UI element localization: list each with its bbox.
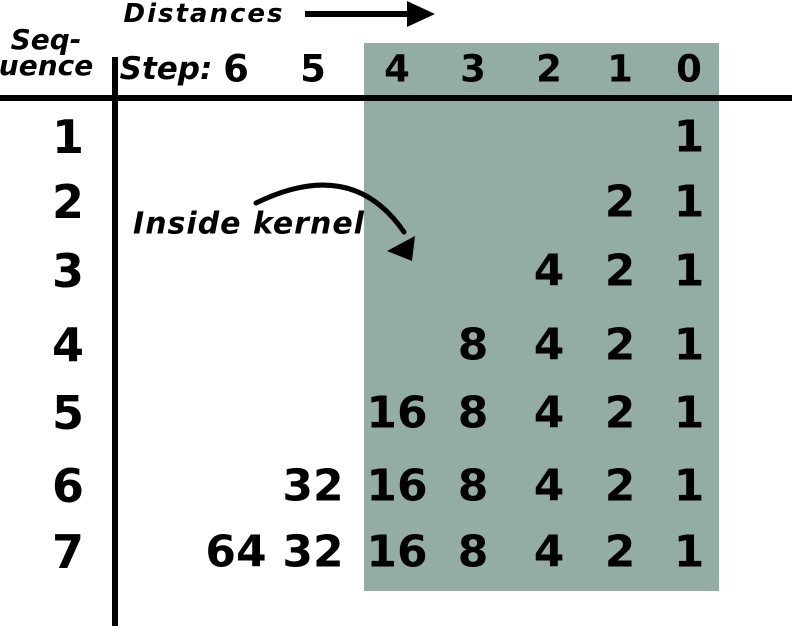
table-cell: 4 [533,245,565,297]
table-cell: 4 [533,460,565,512]
table-cell: 1 [673,245,705,297]
step-header-6: 6 [223,47,249,91]
sequence-label-4: 4 [51,318,85,372]
table-cell: 32 [282,526,344,578]
table-cell: 2 [604,460,636,512]
sequence-axis-label: Seq- uence [0,23,100,82]
sequence-label-2: 2 [51,175,85,229]
table-cell: 2 [604,526,636,578]
table-cell: 1 [673,526,705,578]
sequence-label-5: 5 [51,386,85,440]
table-cell: 4 [533,387,565,439]
step-header-0: 0 [676,47,702,91]
title-distances: Distances [123,0,285,29]
table-cell: 4 [533,526,565,578]
table-cell: 8 [457,387,489,439]
table-cell: 1 [673,387,705,439]
table-cell: 16 [366,460,428,512]
step-header-3: 3 [460,47,486,91]
sequence-label-7: 7 [51,525,85,579]
kernel-region [364,43,719,591]
table-cell: 8 [457,526,489,578]
table-cell: 32 [282,460,344,512]
step-header-2: 2 [536,47,562,91]
inside-kernel-label: Inside kernel [133,206,365,242]
table-cell: 8 [457,319,489,371]
sequence-axis-label-line2: uence [0,49,94,82]
table-cell: 2 [604,245,636,297]
table-cell: 4 [533,319,565,371]
sequence-label-1: 1 [51,110,85,164]
table-cell: 2 [604,387,636,439]
table-cell: 8 [457,460,489,512]
table-cell: 1 [673,176,705,228]
sequence-divider-line [112,57,118,626]
table-cell: 1 [673,460,705,512]
sequence-label-3: 3 [51,244,85,298]
table-cell: 1 [673,111,705,163]
sequence-axis-label-line1: Seq- [10,23,82,56]
right-arrow-head-icon [407,1,435,27]
table-cell: 16 [366,526,428,578]
sequence-label-6: 6 [51,459,85,513]
table-cell: 2 [604,319,636,371]
step-column-label: Step: [119,51,213,87]
table-cell: 2 [604,176,636,228]
table-cell: 64 [205,526,267,578]
step-header-4: 4 [384,47,410,91]
step-header-5: 5 [300,47,326,91]
right-arrow-icon [305,11,409,17]
header-divider-line [0,95,792,101]
step-header-1: 1 [607,47,633,91]
table-cell: 16 [366,387,428,439]
table-cell: 1 [673,319,705,371]
